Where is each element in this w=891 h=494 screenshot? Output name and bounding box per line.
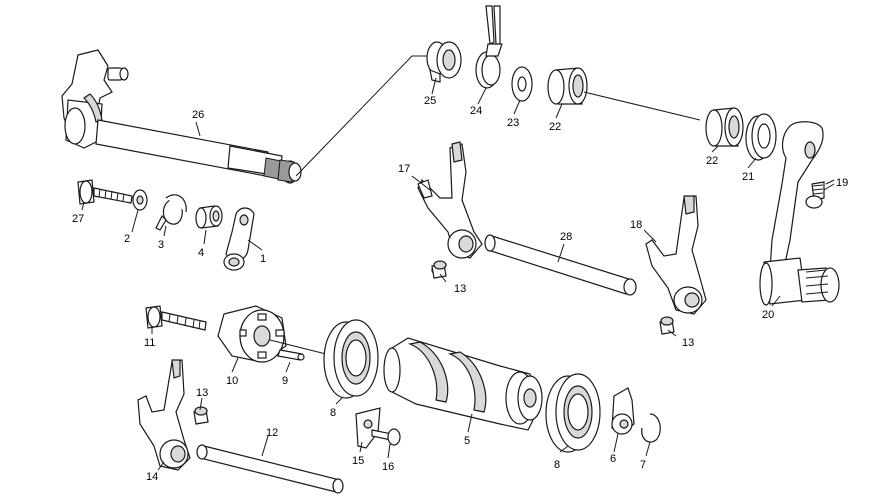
label-14: 14 xyxy=(146,471,158,483)
label-27: 27 xyxy=(72,213,84,225)
label-13-upper: 13 xyxy=(454,283,466,295)
shift-shaft xyxy=(61,49,302,184)
label-24: 24 xyxy=(470,105,482,117)
return-spring xyxy=(475,5,503,89)
leader-26-25 xyxy=(295,55,428,177)
lever-1 xyxy=(223,207,255,271)
bushing-4 xyxy=(195,205,223,229)
label-18: 18 xyxy=(630,219,642,231)
label-5: 5 xyxy=(464,435,470,447)
label-22-lower: 22 xyxy=(706,155,718,167)
shift-fork-upper-right xyxy=(645,195,707,315)
label-16: 16 xyxy=(382,461,394,473)
label-21: 21 xyxy=(742,171,754,183)
cam-plate xyxy=(355,407,381,449)
ball-bearing-right xyxy=(545,373,601,453)
shift-fork-upper-left xyxy=(417,141,483,259)
label-10: 10 xyxy=(226,375,238,387)
dowel-pin-9 xyxy=(277,349,305,361)
label-13-right: 13 xyxy=(682,337,694,349)
label-11: 11 xyxy=(144,337,155,349)
label-8-left: 8 xyxy=(330,407,336,419)
label-28: 28 xyxy=(560,231,572,243)
washer-2 xyxy=(132,189,148,211)
label-26: 26 xyxy=(192,109,204,121)
label-22-upper: 22 xyxy=(549,121,561,133)
shift-cam xyxy=(217,305,327,363)
lever-pinch-bolt xyxy=(805,181,835,209)
shift-drum xyxy=(383,337,543,431)
label-1: 1 xyxy=(260,253,266,265)
label-4: 4 xyxy=(198,247,204,259)
fork-shaft-lower xyxy=(196,444,344,494)
needle-bearing-upper xyxy=(547,67,588,105)
label-12: 12 xyxy=(266,427,278,439)
label-15: 15 xyxy=(352,455,364,467)
shift-fork-lower xyxy=(137,359,191,471)
ball-bearing-left xyxy=(323,319,379,399)
label-8-right: 8 xyxy=(554,459,560,471)
drum-stopper xyxy=(611,387,635,435)
spring-3 xyxy=(155,194,187,231)
fork-pin-c xyxy=(193,406,209,425)
label-3: 3 xyxy=(158,239,164,251)
shaft-bushing xyxy=(426,41,462,83)
oil-seal xyxy=(745,113,777,161)
screw-16 xyxy=(371,428,401,446)
fork-pin-b xyxy=(659,316,675,335)
label-17: 17 xyxy=(398,163,410,175)
label-6: 6 xyxy=(610,453,616,465)
label-2: 2 xyxy=(124,233,130,245)
label-7: 7 xyxy=(640,459,646,471)
needle-bearing-lower xyxy=(705,107,744,147)
gear-shift-lever xyxy=(759,121,840,306)
label-9: 9 xyxy=(282,375,288,387)
label-13-lower: 13 xyxy=(196,387,208,399)
bolt-11 xyxy=(145,305,207,331)
fork-pin-a xyxy=(431,260,447,279)
label-19: 19 xyxy=(836,177,848,189)
leader-22-22 xyxy=(583,91,701,121)
shaft-washer xyxy=(511,66,533,102)
label-25: 25 xyxy=(424,95,436,107)
fork-shaft-upper xyxy=(484,234,637,296)
bolt-27 xyxy=(77,179,133,205)
label-23: 23 xyxy=(507,117,519,129)
callouts: 26 25 24 23 22 22 21 19 20 17 28 18 13 1… xyxy=(72,77,848,483)
label-20: 20 xyxy=(762,309,774,321)
circlip-7 xyxy=(641,413,661,443)
